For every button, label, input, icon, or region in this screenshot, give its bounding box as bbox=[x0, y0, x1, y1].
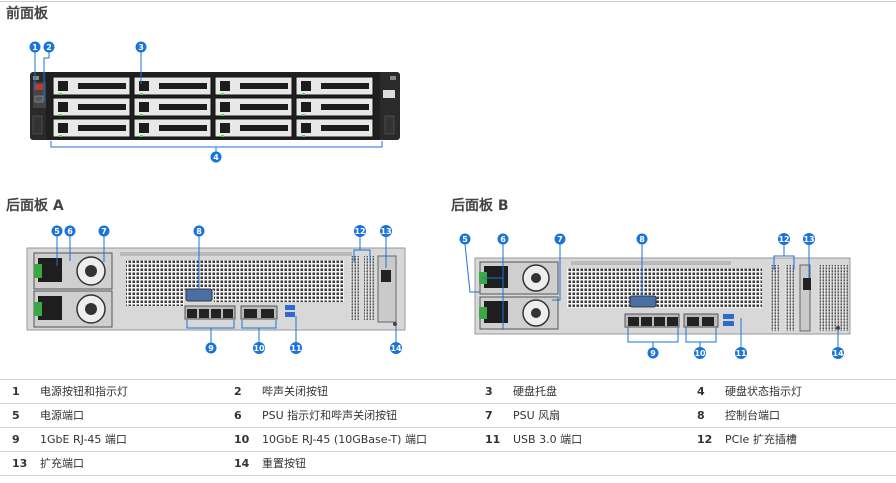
svg-text:1: 1 bbox=[32, 43, 38, 52]
svg-text:13: 13 bbox=[380, 227, 391, 236]
svg-text:8: 8 bbox=[196, 227, 202, 236]
callout-7: 7 bbox=[98, 225, 110, 237]
front-panel bbox=[30, 52, 400, 152]
svg-text:6: 6 bbox=[500, 235, 506, 244]
svg-text:9: 9 bbox=[208, 344, 214, 353]
callout-4: 4 bbox=[210, 151, 222, 163]
svg-text:10: 10 bbox=[694, 349, 706, 358]
device-illustrations bbox=[26, 52, 851, 348]
svg-text:11: 11 bbox=[735, 349, 747, 358]
rear-panel-a-title: 后面板 A bbox=[6, 198, 64, 214]
svg-text:14: 14 bbox=[832, 349, 844, 358]
svg-text:8: 8 bbox=[639, 235, 645, 244]
svg-text:14: 14 bbox=[390, 344, 402, 353]
svg-text:10: 10 bbox=[253, 344, 265, 353]
top-divider bbox=[0, 1, 896, 2]
svg-text:7: 7 bbox=[557, 235, 563, 244]
callout-3: 3 bbox=[135, 41, 147, 53]
svg-text:5: 5 bbox=[462, 235, 468, 244]
callout-7-b: 7 bbox=[554, 233, 566, 245]
svg-text:6: 6 bbox=[67, 227, 73, 236]
callout-13: 13 bbox=[380, 225, 392, 237]
callout-10: 10 bbox=[253, 342, 265, 354]
svg-text:7: 7 bbox=[101, 227, 107, 236]
callout-6: 6 bbox=[64, 225, 76, 237]
callout-11: 11 bbox=[290, 342, 302, 354]
callout-badges: 1 2 3 4 5 6 7 8 9 10 11 12 13 14 5 6 7 8… bbox=[29, 41, 844, 359]
rear-panel-a bbox=[26, 236, 406, 343]
callout-2: 2 bbox=[43, 41, 55, 53]
svg-text:12: 12 bbox=[354, 227, 365, 236]
callout-11-b: 11 bbox=[735, 347, 747, 359]
callout-9: 9 bbox=[205, 342, 217, 354]
svg-text:3: 3 bbox=[138, 43, 144, 52]
svg-text:9: 9 bbox=[650, 349, 656, 358]
drive-trays bbox=[52, 76, 374, 138]
svg-text:12: 12 bbox=[778, 235, 789, 244]
svg-text:4: 4 bbox=[213, 153, 219, 162]
callout-13-b: 13 bbox=[803, 233, 815, 245]
callout-5-b: 5 bbox=[459, 233, 471, 245]
svg-text:13: 13 bbox=[803, 235, 814, 244]
front-panel-title: 前面板 bbox=[6, 6, 48, 22]
svg-text:5: 5 bbox=[54, 227, 60, 236]
callout-14: 14 bbox=[390, 342, 402, 354]
callout-8: 8 bbox=[193, 225, 205, 237]
callout-5: 5 bbox=[51, 225, 63, 237]
callout-12: 12 bbox=[354, 225, 366, 237]
callout-1: 1 bbox=[29, 41, 41, 53]
callout-14-b: 14 bbox=[832, 347, 844, 359]
callout-9-b: 9 bbox=[647, 347, 659, 359]
callout-6-b: 6 bbox=[497, 233, 509, 245]
rear-panel-b bbox=[464, 243, 851, 348]
rear-panel-b-title: 后面板 B bbox=[451, 198, 509, 214]
svg-text:2: 2 bbox=[46, 43, 52, 52]
callout-8-b: 8 bbox=[636, 233, 648, 245]
svg-text:11: 11 bbox=[290, 344, 302, 353]
callout-12-b: 12 bbox=[778, 233, 790, 245]
callout-10-b: 10 bbox=[694, 347, 706, 359]
